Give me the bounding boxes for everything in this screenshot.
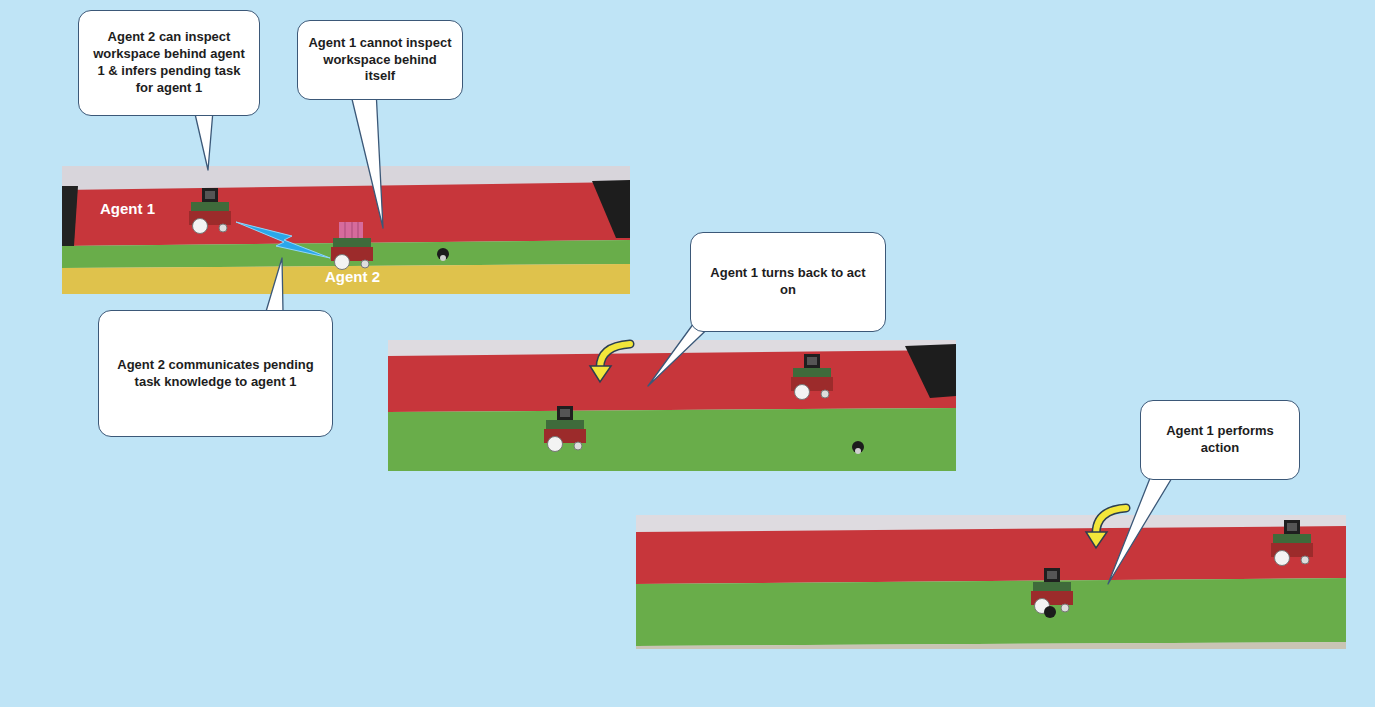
callout-text: Agent 2 communicates pending task knowle…: [109, 357, 322, 391]
callout-text: Agent 1 turns back to act on: [701, 265, 875, 299]
photo-panel: [62, 166, 630, 294]
agent-label: Agent 2: [325, 268, 380, 285]
callout-text: Agent 2 can inspect workspace behind age…: [89, 29, 249, 97]
callout-tail: [186, 70, 1190, 584]
callout-bubble: Agent 1 performs action: [1140, 400, 1300, 480]
callout-bubble: Agent 2 communicates pending task knowle…: [98, 310, 333, 437]
agent-label: Agent 1: [100, 200, 155, 217]
callout-bubble: Agent 1 turns back to act on: [690, 232, 886, 332]
photo-panel: [636, 515, 1346, 649]
callout-text: Agent 1 performs action: [1151, 423, 1289, 457]
sequence-arrow: [590, 344, 630, 382]
callout-text: Agent 1 cannot inspect workspace behind …: [308, 35, 452, 86]
sequence-arrow: [1086, 508, 1126, 548]
callout-bubble: Agent 1 cannot inspect workspace behind …: [297, 20, 463, 100]
callout-bubble: Agent 2 can inspect workspace behind age…: [78, 10, 260, 116]
lightning-bolt: [236, 222, 330, 258]
